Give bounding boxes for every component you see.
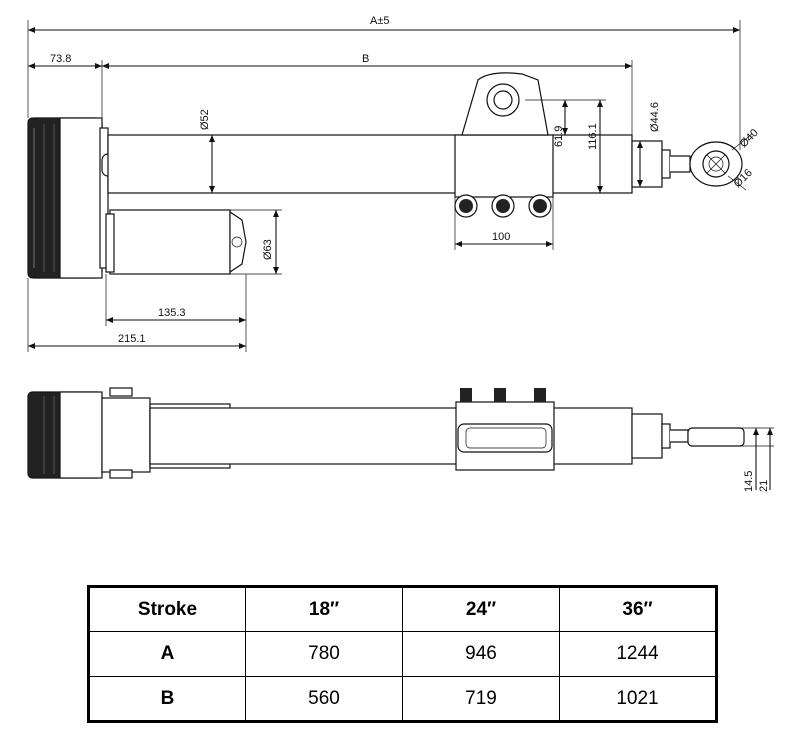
top-view: A±5 73.8 B Ø52 61.9 116.1 Ø44.6 Ø40 Ø16 … bbox=[27, 15, 761, 352]
table-header-row: Stroke 18″ 24″ 36″ bbox=[88, 586, 717, 632]
dim-overall-length: A±5 bbox=[370, 15, 390, 27]
stroke-spec-table: Stroke 18″ 24″ 36″ A 780 946 1244 B 560 … bbox=[87, 585, 718, 723]
dim-rod-diameter: Ø44.6 bbox=[649, 102, 661, 132]
gearbox-housing bbox=[27, 117, 141, 279]
dim-eye-outer-diameter: Ø40 bbox=[738, 127, 761, 150]
dim-gearbox-length: 215.1 bbox=[118, 333, 146, 345]
side-view: 14.5 21 bbox=[27, 387, 774, 492]
row-label: B bbox=[88, 676, 246, 722]
header-cell: 18″ bbox=[245, 586, 403, 632]
side-bracket bbox=[455, 388, 555, 471]
side-outer-tube bbox=[149, 407, 633, 465]
mid-bracket bbox=[454, 72, 554, 218]
table-row: A 780 946 1244 bbox=[88, 631, 717, 677]
dim-stroke-length: B bbox=[362, 53, 369, 65]
dim-eye-thickness-outer: 21 bbox=[758, 480, 770, 492]
table-row: B 560 719 1021 bbox=[88, 676, 717, 722]
table-cell: 1021 bbox=[559, 676, 717, 722]
side-rod-eye bbox=[687, 427, 745, 447]
dim-eye-thickness-inner: 14.5 bbox=[743, 471, 755, 492]
inner-rod bbox=[631, 140, 663, 188]
header-cell: 36″ bbox=[559, 586, 717, 632]
header-cell: 24″ bbox=[402, 586, 560, 632]
row-label: A bbox=[88, 631, 246, 677]
dim-mount-height-outer: 116.1 bbox=[587, 123, 599, 150]
side-gearbox bbox=[27, 387, 151, 479]
dim-motor-offset: 73.8 bbox=[50, 53, 71, 65]
dim-tube-diameter: Ø52 bbox=[199, 109, 211, 130]
dim-bracket-width: 100 bbox=[492, 231, 510, 243]
table-cell: 780 bbox=[245, 631, 403, 677]
table-cell: 1244 bbox=[559, 631, 717, 677]
dimension-lines bbox=[27, 20, 753, 352]
actuator-drawing: A±5 73.8 B Ø52 61.9 116.1 Ø44.6 Ø40 Ø16 … bbox=[27, 15, 774, 492]
dim-mount-height-inner: 61.9 bbox=[553, 126, 565, 147]
dim-motor-diameter: Ø63 bbox=[262, 239, 274, 260]
dim-motor-length: 135.3 bbox=[158, 307, 186, 319]
rod-eye bbox=[689, 141, 743, 187]
table-cell: 946 bbox=[402, 631, 560, 677]
motor bbox=[105, 209, 247, 275]
header-cell: Stroke bbox=[88, 586, 246, 632]
table-cell: 719 bbox=[402, 676, 560, 722]
table-cell: 560 bbox=[245, 676, 403, 722]
